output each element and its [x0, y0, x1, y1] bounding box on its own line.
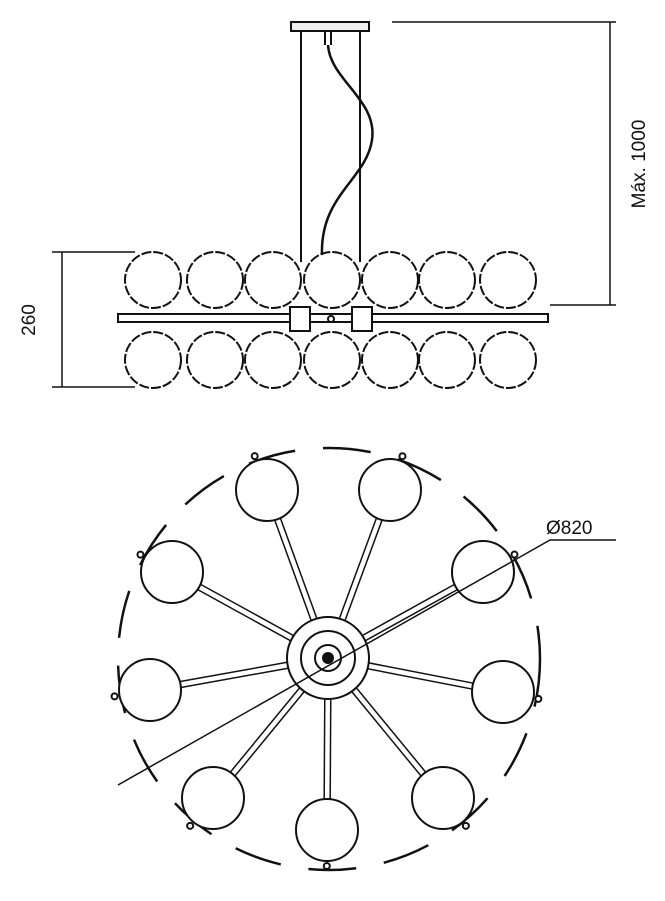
globe-cap	[461, 821, 470, 830]
globe	[295, 798, 359, 862]
connector-block	[289, 306, 311, 332]
globe	[235, 458, 299, 522]
globe	[303, 251, 361, 309]
globe	[361, 331, 419, 389]
globe-cap	[510, 550, 519, 559]
diameter-leader	[117, 539, 616, 786]
globe	[186, 251, 244, 309]
connector-block	[351, 306, 373, 332]
height-label: 260	[19, 304, 40, 336]
globe	[140, 540, 204, 604]
top-view	[110, 446, 616, 872]
dimension-max-length	[392, 21, 616, 306]
dimension-height	[52, 251, 135, 388]
globe	[124, 251, 182, 309]
outline-diameter	[116, 446, 542, 872]
globe	[244, 251, 302, 309]
globe-cap	[322, 861, 331, 870]
center-screw	[327, 315, 335, 323]
side-view	[52, 21, 616, 389]
globe-cap	[110, 692, 119, 701]
globe	[181, 766, 245, 830]
globe	[451, 540, 515, 604]
globe	[244, 331, 302, 389]
hub-center	[322, 652, 334, 664]
globe	[411, 766, 475, 830]
globe-cap	[250, 452, 259, 461]
globe	[479, 251, 537, 309]
globe	[479, 331, 537, 389]
globe	[118, 658, 182, 722]
max-length-label: Máx. 1000	[629, 119, 650, 209]
globe	[186, 331, 244, 389]
globe	[124, 331, 182, 389]
power-cable	[320, 44, 374, 256]
globe-cap	[136, 550, 145, 559]
globe-cap	[186, 821, 195, 830]
globe-cap	[398, 452, 407, 461]
globe	[303, 331, 361, 389]
globe	[418, 251, 476, 309]
globe	[358, 458, 422, 522]
globe	[418, 331, 476, 389]
canopy	[290, 21, 370, 32]
globe	[361, 251, 419, 309]
globe	[471, 660, 535, 724]
globe-cap	[534, 694, 543, 703]
diameter-label: Ø820	[546, 518, 593, 539]
hub-ring	[300, 630, 356, 686]
